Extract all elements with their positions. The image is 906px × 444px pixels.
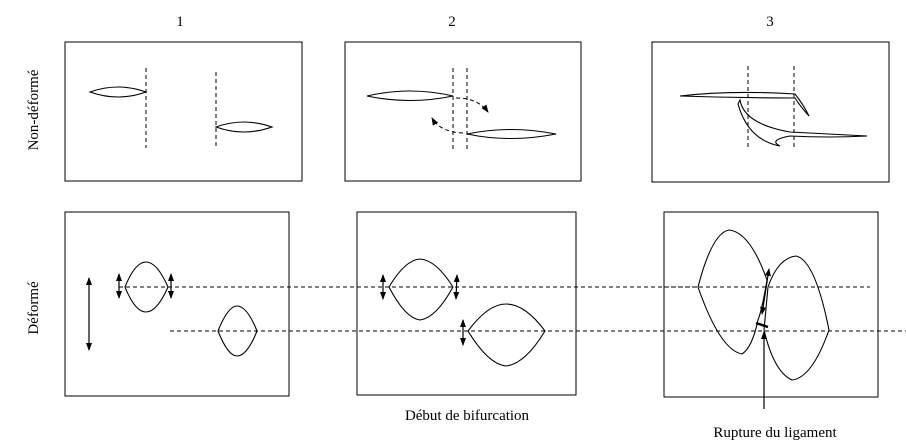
- annotation-debut-bifurcation: Début de bifurcation: [405, 408, 530, 424]
- panel-undeformed-1: [64, 41, 303, 182]
- row-label-non-deforme: Non-déformé: [26, 69, 42, 150]
- panel-undeformed-2: [344, 41, 582, 182]
- annotation-rupture-ligament: Rupture du ligament: [713, 425, 837, 441]
- panel-deformed-3: [663, 211, 879, 398]
- panel-undeformed-3: [651, 41, 890, 183]
- row-label-deforme: Déformé: [26, 281, 42, 335]
- column-label-1: 1: [176, 14, 184, 30]
- panel-deformed-1: [64, 211, 290, 397]
- column-label-3: 3: [766, 14, 774, 30]
- column-label-2: 2: [448, 14, 456, 30]
- panel-deformed-2: [356, 211, 577, 396]
